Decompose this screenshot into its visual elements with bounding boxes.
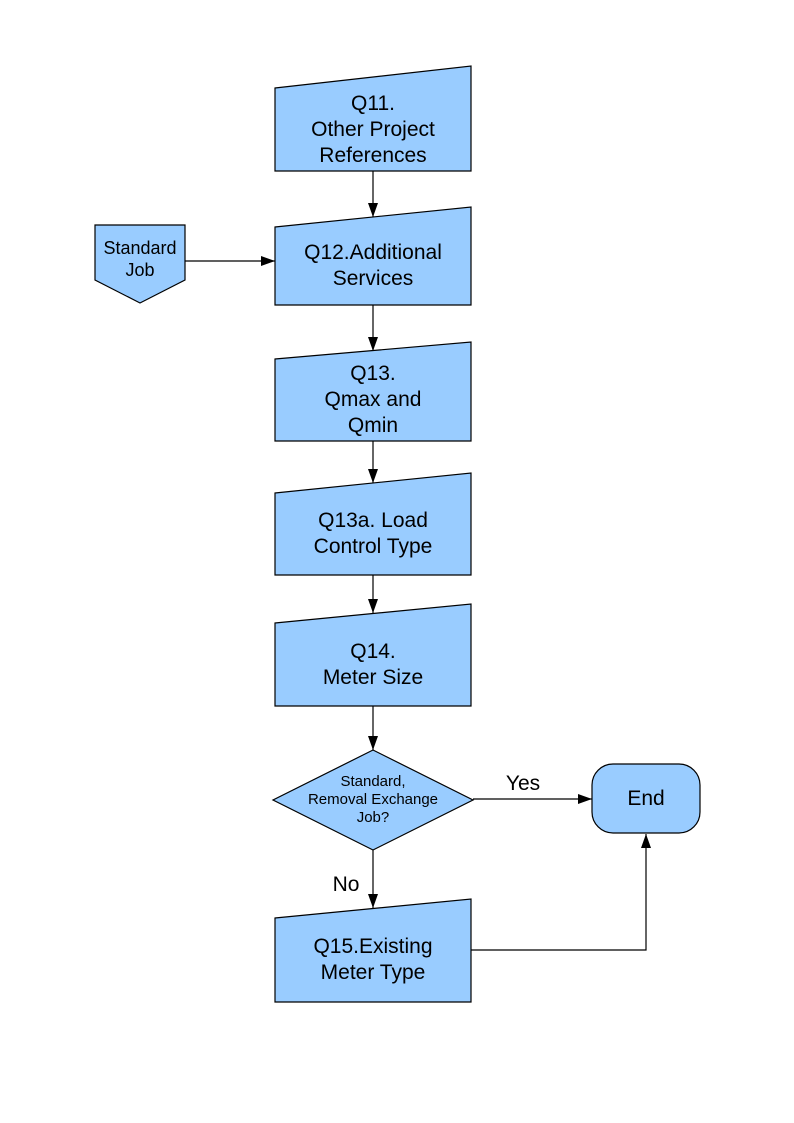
edge-q15-end	[471, 834, 651, 951]
node-standard-job-shape	[94, 224, 186, 304]
node-q11-label: Q11. Other Project References	[311, 91, 435, 167]
node-q14-label: Q14. Meter Size	[322, 639, 424, 689]
node-q13-label: Q13. Qmax and Qmin	[324, 362, 422, 437]
node-q12-label: Q12.Additional Services	[304, 241, 442, 290]
node-q13-shape	[274, 341, 472, 442]
node-q12-shape	[274, 206, 472, 306]
edge-yes-label: Yes	[505, 772, 541, 795]
node-end-shape	[591, 763, 701, 834]
node-standard-job-label: Standard Job	[103, 238, 177, 280]
edge-no-label: No	[332, 873, 360, 896]
node-decision-shape	[271, 749, 475, 851]
node-q14-shape	[274, 603, 472, 707]
node-q11-shape	[274, 65, 472, 172]
node-q15-label: Q15.Existing Meter Type	[313, 935, 433, 984]
node-decision-label: Standard, Removal Exchange Job?	[307, 773, 439, 826]
node-q13a-shape	[274, 472, 472, 576]
node-q15-shape	[274, 898, 472, 1003]
node-end-label: End	[627, 786, 665, 810]
node-q13a-label: Q13a. Load Control Type	[313, 509, 433, 558]
